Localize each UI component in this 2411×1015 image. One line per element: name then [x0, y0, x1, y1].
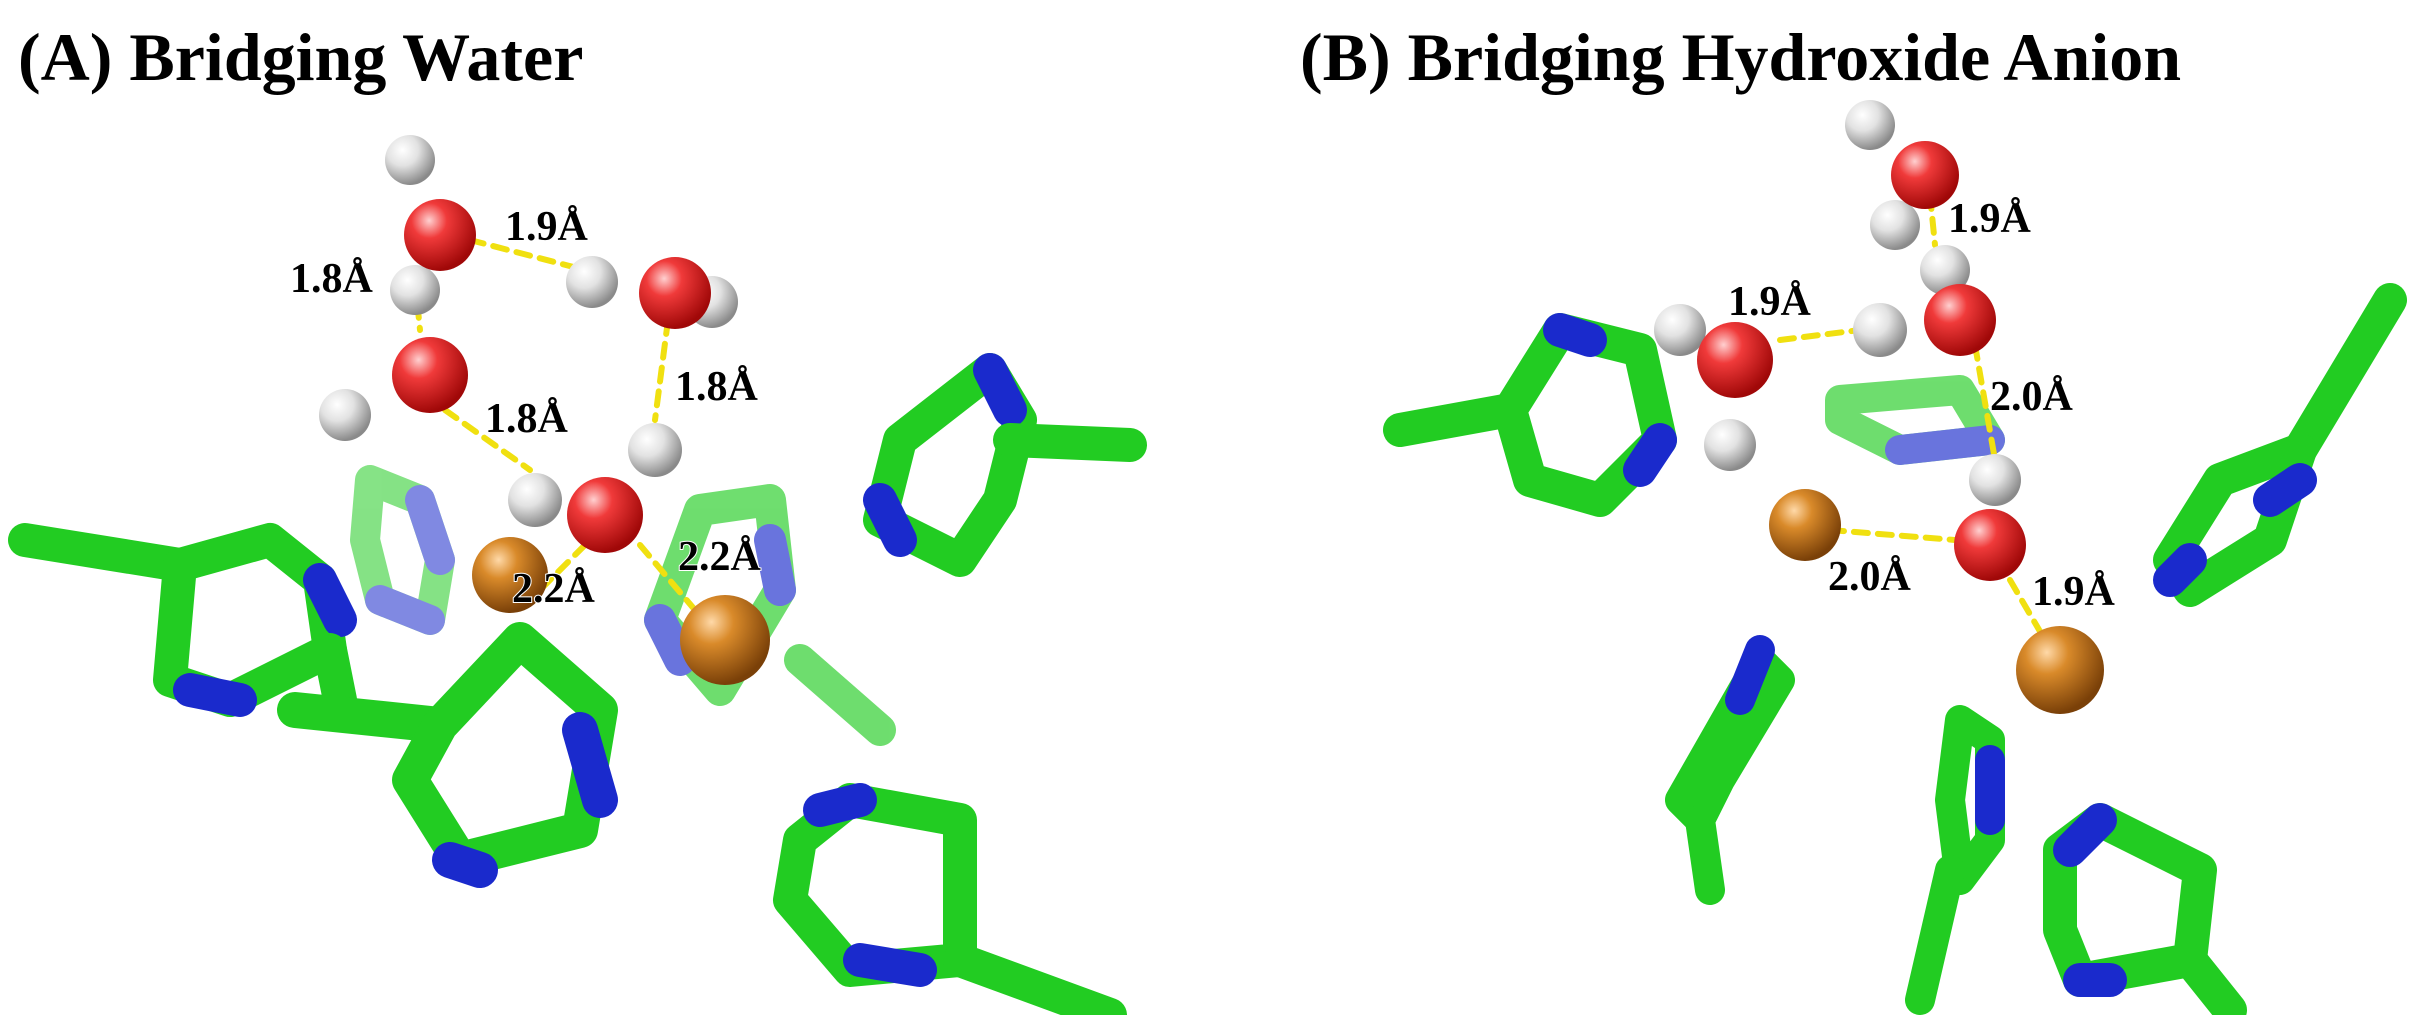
hydrogen-atom — [1704, 419, 1756, 471]
copper-ion-b-right — [2016, 626, 2104, 714]
oxygen-atom — [392, 337, 468, 413]
histidine-ring-a-bottom-right — [773, 783, 1127, 1015]
oxygen-atom — [404, 199, 476, 271]
distance-label: 2.0Å — [1990, 374, 2074, 420]
hydrogen-atom — [1853, 303, 1907, 357]
distance-label: 2.2Å — [512, 566, 596, 612]
hydrogen-atom — [390, 265, 440, 315]
hydrogen-atom — [1920, 245, 1970, 295]
hydrogen-atom — [1654, 304, 1706, 356]
hydrogen-atom — [1845, 100, 1895, 150]
water-b-left — [1654, 304, 1773, 471]
histidine-ring-a-back — [350, 465, 455, 635]
panel-a: 1.9Å 1.8Å 1.8Å 1.8Å 2.2Å 2.2Å — [8, 135, 1147, 1015]
oxygen-atom — [1954, 509, 2026, 581]
distance-label: 2.2Å — [678, 534, 762, 580]
hydrogen-atom — [508, 473, 562, 527]
hydrogen-atom — [628, 423, 682, 477]
distance-label: 1.9Å — [1948, 196, 2032, 242]
distance-label: 2.0Å — [1828, 554, 1912, 600]
water-a-left — [319, 337, 468, 441]
hydrogen-atom — [566, 256, 618, 308]
histidine-ring-b-right — [2153, 283, 2407, 607]
water-a-bridging — [508, 423, 682, 553]
histidine-ring-b-bottom-right — [2043, 803, 2247, 1015]
distance-label: 1.8Å — [675, 364, 759, 410]
distance-label: 1.9Å — [1728, 279, 1812, 325]
panel-b: 1.9Å 1.9Å 2.0Å 2.0Å 1.9Å — [1383, 100, 2407, 1015]
hydrogen-atom — [385, 135, 435, 185]
oxygen-atom — [1697, 322, 1773, 398]
distance-label: 1.8Å — [485, 396, 569, 442]
hydrogen-atom — [1870, 200, 1920, 250]
histidine-ring-a-left — [8, 523, 357, 717]
distance-label: 1.9Å — [505, 204, 589, 250]
water-a-top — [385, 135, 476, 315]
copper-ion-b-left — [1769, 489, 1841, 561]
panel-a-title: (A) Bridging Water — [18, 19, 583, 95]
histidine-ring-b-left — [1383, 313, 1677, 517]
histidine-ring-b-lower-left — [1665, 635, 1795, 905]
hydrogen-atom — [319, 389, 371, 441]
oxygen-atom — [639, 257, 711, 329]
hydrogen-atom — [1969, 454, 2021, 506]
oxygen-atom — [1924, 284, 1996, 356]
histidine-ring-b-lower-center — [1905, 705, 2005, 1015]
histidine-ring-a-center — [277, 622, 618, 888]
distance-label: 1.8Å — [290, 256, 374, 302]
distance-label: 1.9Å — [2032, 569, 2116, 615]
copper-ion-a-left — [472, 537, 548, 613]
oxygen-atom — [567, 477, 643, 553]
oxygen-atom — [1891, 141, 1959, 209]
panel-b-title: (B) Bridging Hydroxide Anion — [1300, 19, 2181, 95]
copper-ion-a-right — [680, 595, 770, 685]
hydroxide-b-bridging — [1954, 454, 2026, 581]
water-b-center — [1853, 245, 1996, 357]
water-a-right — [566, 256, 738, 329]
histidine-ring-b-center-back — [1825, 375, 2005, 465]
water-b-top — [1845, 100, 1959, 250]
histidine-ring-a-far-right — [863, 353, 1147, 577]
